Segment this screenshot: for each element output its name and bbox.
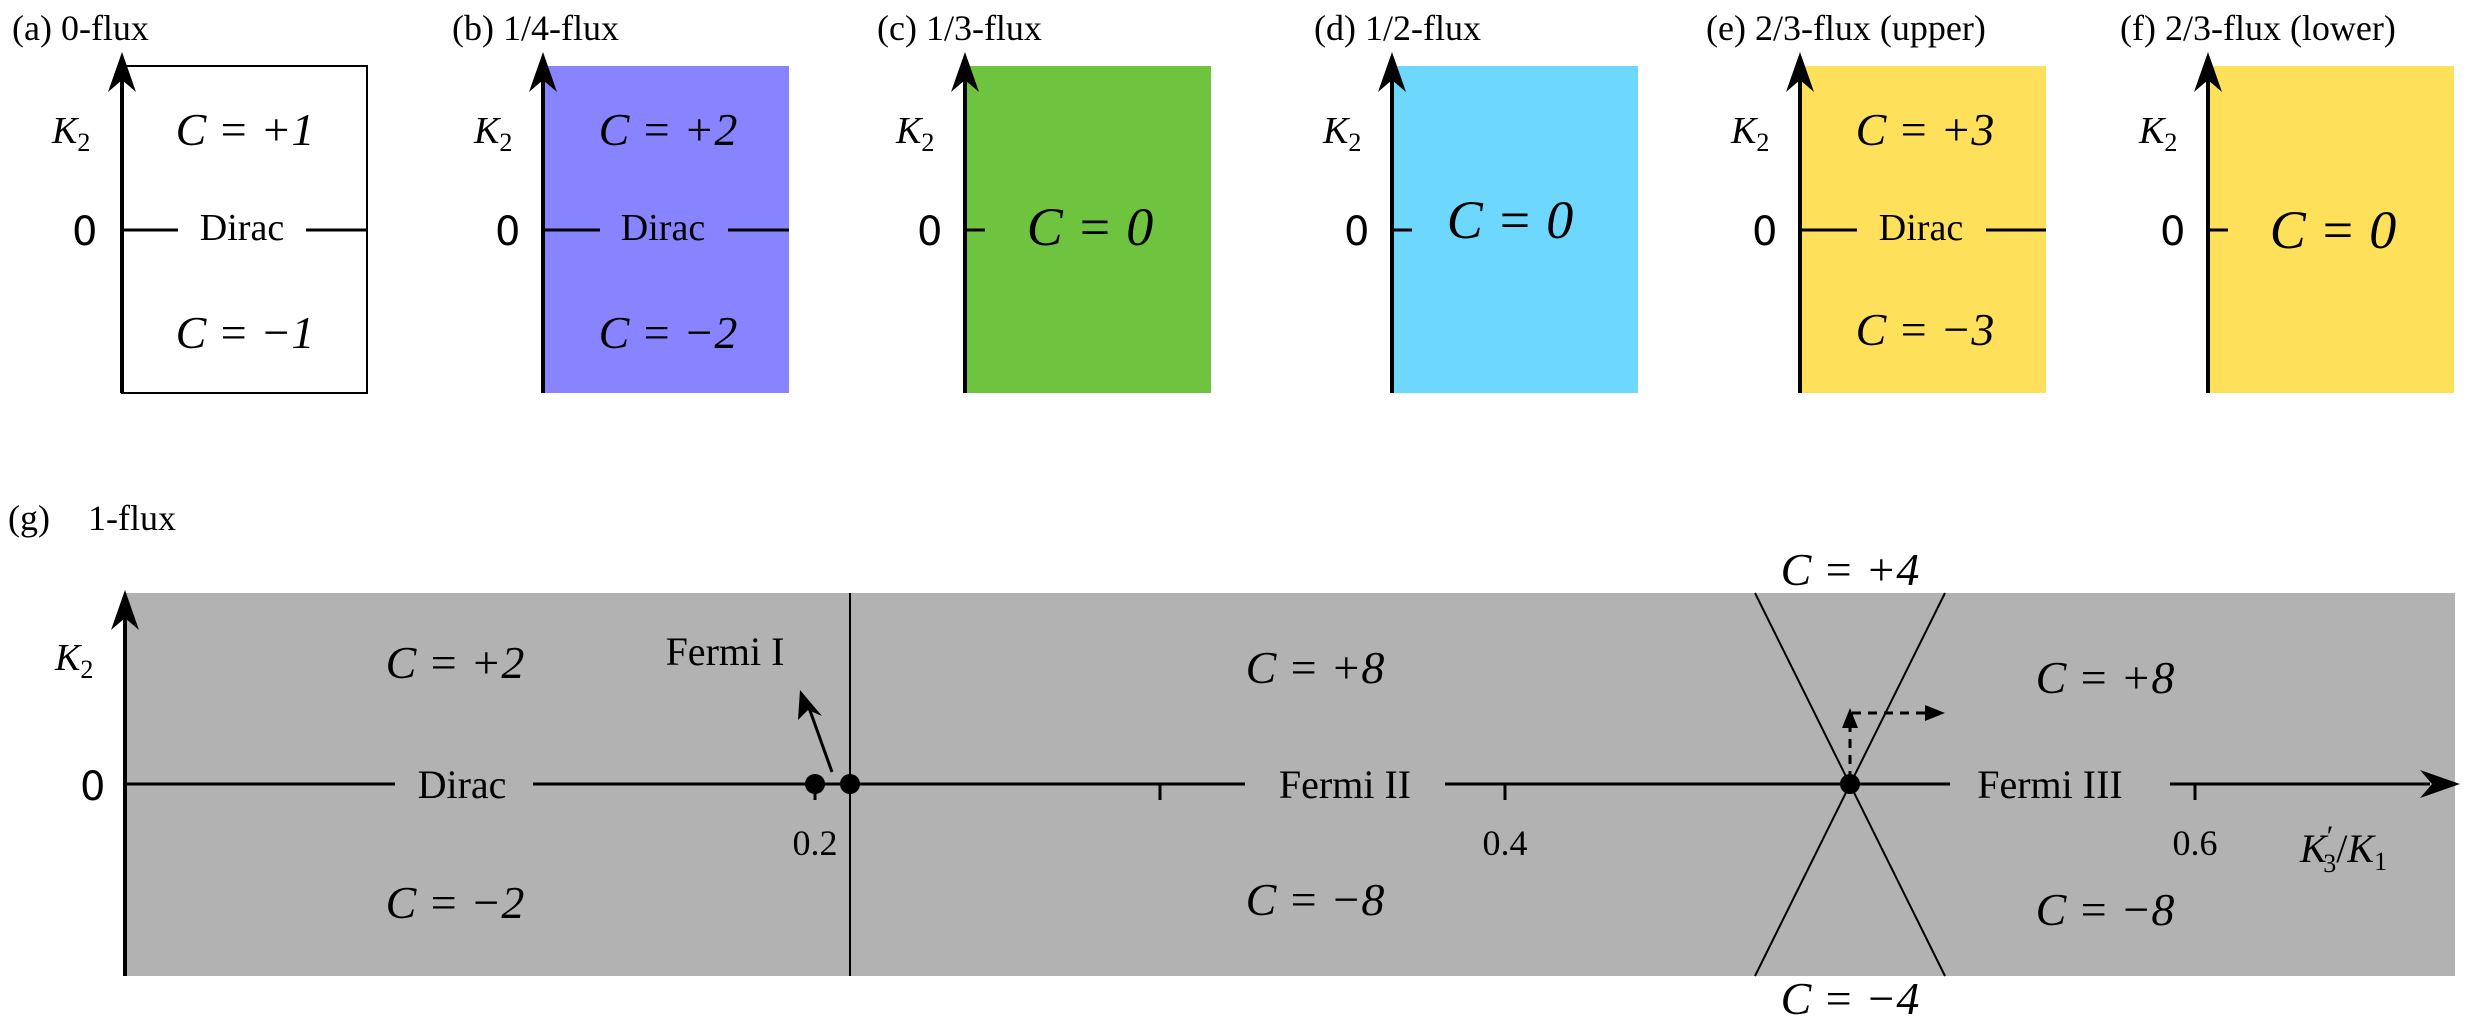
panel-g-critical-point-1 (805, 774, 825, 794)
panel-e-bottom-chern: C = −3 (1856, 304, 1995, 355)
panel-a-top-chern: C = +1 (176, 104, 315, 155)
panel-d-label: (d) 1/2-flux (1314, 8, 1481, 48)
panel-b-zero-label: 0 (495, 209, 520, 255)
panel-e-label: (e) 2/3-flux (upper) (1706, 8, 1986, 48)
panel-g-left-bottom-chern: C = −2 (386, 877, 525, 928)
panel-g: (g) 1-flux K2 0 0.2 0.4 0.6 K′3/K1 (8, 498, 2460, 1021)
panel-c-y-arrowhead (951, 52, 979, 92)
panel-d-y-arrowhead (1378, 52, 1406, 92)
panel-f-center-chern: C = 0 (2270, 200, 2396, 260)
panel-d-region (1392, 66, 1638, 393)
panel-g-ylabel: K2 (54, 637, 93, 684)
panel-g-label: (g) (8, 498, 50, 538)
panel-g-critical-point-2 (840, 774, 860, 794)
panel-e-top-chern: C = +3 (1856, 104, 1995, 155)
panel-d: (d) 1/2-flux K2 0 C = 0 (1314, 8, 1638, 393)
panel-a-y-arrowhead (108, 52, 136, 92)
panel-e: (e) 2/3-flux (upper) K2 0 Dirac C = +3 C… (1706, 8, 2046, 393)
panel-a-bottom-chern: C = −1 (176, 307, 315, 358)
panel-b-bottom-chern: C = −2 (599, 307, 738, 358)
panel-e-dirac-label: Dirac (1879, 207, 1963, 249)
panel-b-y-arrowhead (529, 52, 557, 92)
panel-g-right-top-chern: C = +8 (2036, 652, 2175, 703)
panel-g-fermi2-label: Fermi II (1279, 762, 1411, 807)
panel-g-fermi1-arrowhead (798, 690, 822, 720)
panel-g-tick-label-0.2: 0.2 (793, 823, 838, 863)
panel-g-mid-bottom-chern: C = −8 (1246, 874, 1385, 925)
panel-g-zero-label: 0 (80, 764, 105, 810)
panel-g-title: 1-flux (88, 498, 176, 538)
panel-g-fermi3-label: Fermi III (1977, 762, 2123, 807)
panel-g-cross-top-chern: C = +4 (1781, 544, 1920, 595)
panel-f-zero-label: 0 (2160, 209, 2185, 255)
panel-c-label: (c) 1/3-flux (877, 8, 1042, 48)
panel-e-ylabel: K2 (1730, 110, 1769, 157)
panel-c-ylabel: K2 (895, 110, 934, 157)
panel-d-zero-label: 0 (1344, 209, 1369, 255)
panel-b-top-chern: C = +2 (599, 104, 738, 155)
panel-c-region (965, 66, 1211, 393)
panel-g-dashed-arrowhead-right (1925, 705, 1945, 721)
panel-c-center-chern: C = 0 (1027, 197, 1153, 257)
panel-f-y-arrowhead (2194, 52, 2222, 92)
panel-b-ylabel: K2 (473, 110, 512, 157)
panel-d-ylabel: K2 (1322, 110, 1361, 157)
panel-a-ylabel: K2 (51, 110, 90, 157)
panel-g-cross-bottom-chern: C = −4 (1781, 973, 1920, 1021)
panel-g-dirac-label: Dirac (418, 762, 507, 807)
panel-e-y-arrowhead (1786, 52, 1814, 92)
panel-g-dashed-arrowhead-up (1842, 708, 1858, 728)
panel-g-region (125, 593, 2455, 976)
panel-f-region (2208, 66, 2454, 393)
panel-b-dirac-label: Dirac (621, 207, 705, 249)
panel-e-zero-label: 0 (1752, 209, 1777, 255)
panel-f-ylabel: K2 (2138, 110, 2177, 157)
panel-g-fermi1-label: Fermi I (666, 629, 785, 674)
panel-g-right-bottom-chern: C = −8 (2036, 884, 2175, 935)
panel-f: (f) 2/3-flux (lower) K2 0 C = 0 (2120, 8, 2454, 393)
panel-c: (c) 1/3-flux K2 0 C = 0 (877, 8, 1211, 393)
panel-f-label: (f) 2/3-flux (lower) (2120, 8, 2396, 48)
panel-a-dirac-label: Dirac (200, 207, 284, 249)
panel-g-tick-label-0.6: 0.6 (2173, 823, 2218, 863)
panel-c-zero-label: 0 (917, 209, 942, 255)
panel-b: (b) 1/4-flux K2 0 Dirac C = +2 C = −2 (452, 8, 789, 393)
panel-g-left-top-chern: C = +2 (386, 637, 525, 688)
panel-g-xlabel: K′3/K1 (2299, 820, 2387, 878)
panel-g-fermi1-arrow (806, 704, 834, 773)
panel-a-label: (a) 0-flux (12, 8, 149, 48)
panel-g-x-arrowhead (2420, 770, 2460, 798)
panel-g-critical-point-3 (1840, 774, 1860, 794)
panel-g-mid-top-chern: C = +8 (1246, 642, 1385, 693)
panel-d-center-chern: C = 0 (1447, 190, 1573, 250)
panel-b-label: (b) 1/4-flux (452, 8, 619, 48)
panel-g-y-arrowhead (111, 590, 139, 630)
panel-a-zero-label: 0 (72, 209, 97, 255)
panel-g-tick-label-0.4: 0.4 (1483, 823, 1528, 863)
panel-a: (a) 0-flux K2 0 Dirac C = +1 C = −1 (12, 8, 368, 394)
